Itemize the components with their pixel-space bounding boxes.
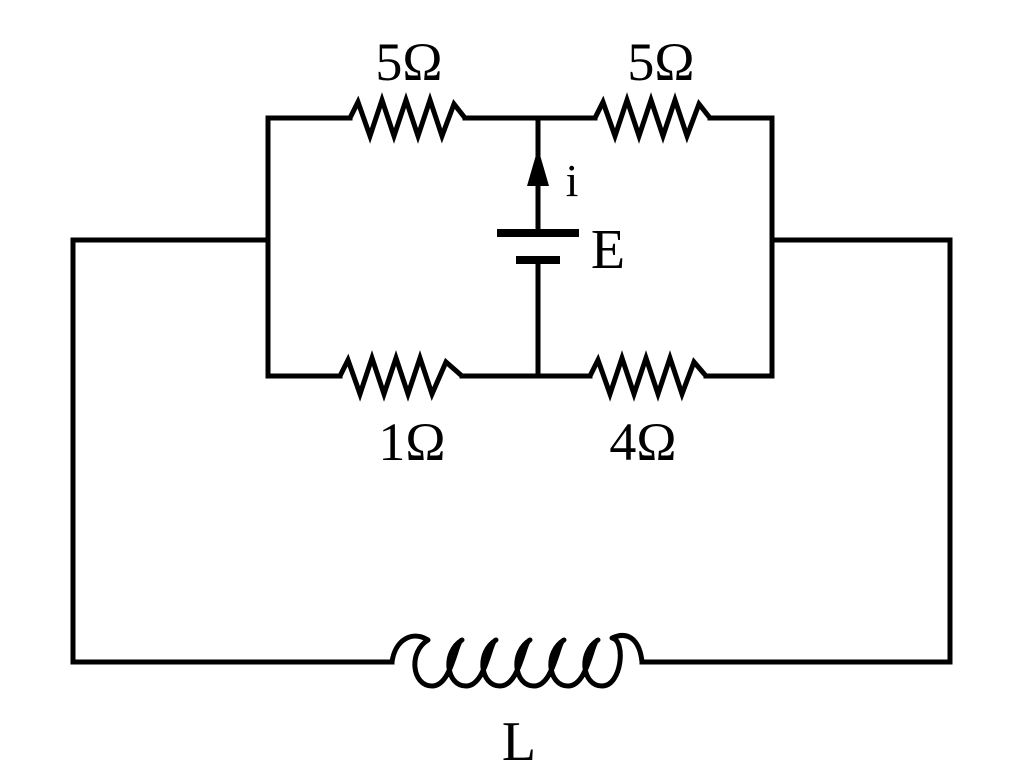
top-right-wire	[707, 115, 775, 243]
inductor-coil	[389, 633, 645, 689]
outer-left-wire	[70, 237, 395, 665]
label-resistor-bottom-left: 1Ω	[378, 412, 445, 472]
label-resistor-top-left: 5Ω	[375, 32, 442, 92]
label-current: i	[566, 155, 579, 206]
label-inductor: L	[502, 711, 536, 773]
label-resistor-bottom-right: 4Ω	[609, 412, 676, 472]
battery	[497, 229, 579, 264]
resistor-top-right	[592, 92, 713, 144]
top-left-wire	[265, 115, 353, 243]
resistor-bottom-right	[587, 350, 709, 402]
resistor-bottom-left	[337, 350, 465, 402]
outer-right-wire	[639, 237, 953, 665]
resistor-top-left	[347, 92, 468, 144]
bottom-left-wire	[265, 237, 343, 379]
label-resistor-top-right: 5Ω	[627, 32, 694, 92]
label-battery: E	[591, 219, 625, 281]
bridge-network	[265, 115, 775, 379]
current-arrow-icon	[527, 148, 549, 186]
bottom-right-wire	[703, 237, 775, 379]
outer-loop	[70, 237, 953, 665]
